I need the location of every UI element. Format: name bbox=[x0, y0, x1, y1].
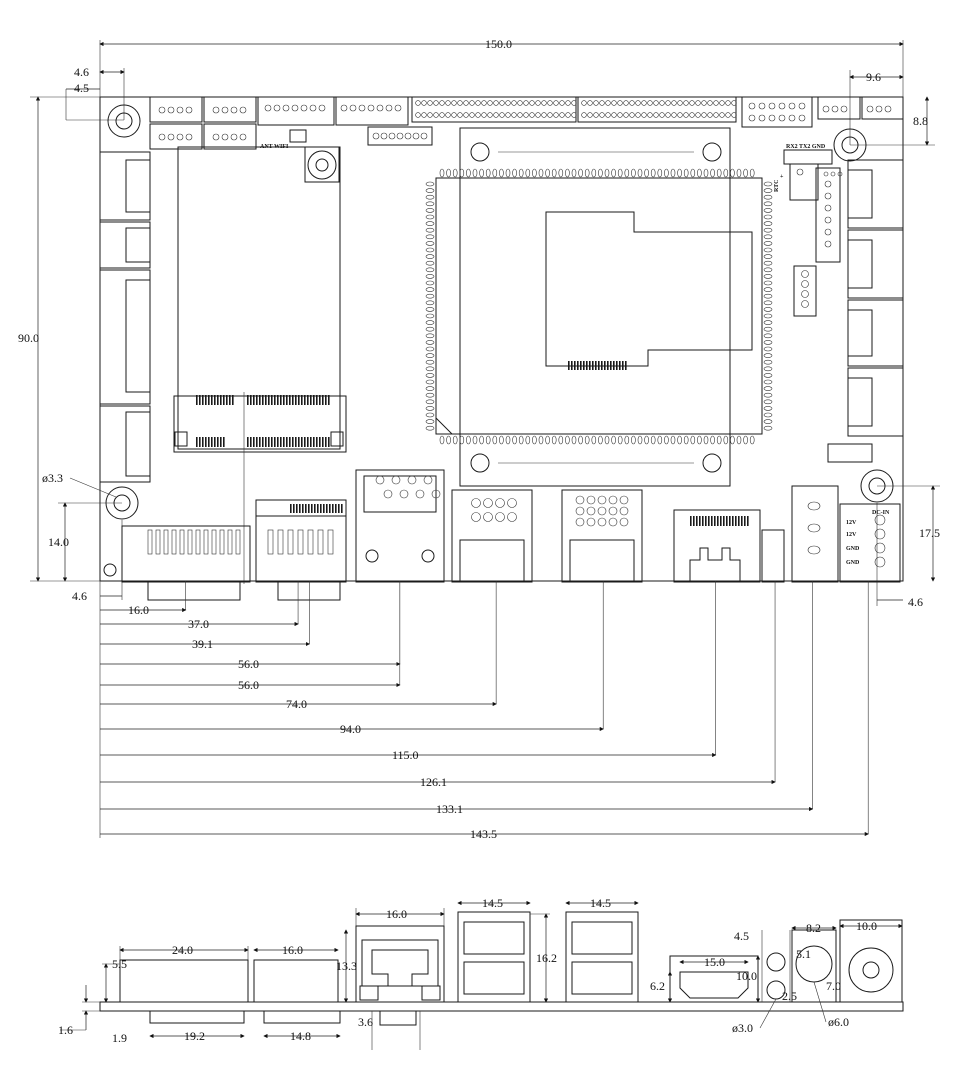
pcb-edge bbox=[99, 1001, 904, 1012]
side-dim-15-0: 15.0 bbox=[704, 955, 725, 969]
side-dim-8-2: 8.2 bbox=[806, 921, 821, 935]
side-dim-24-0: 24.0 bbox=[172, 943, 193, 957]
top-headers bbox=[149, 96, 904, 150]
label-12v-b: 12V bbox=[846, 532, 857, 538]
rj45-connector bbox=[355, 469, 445, 583]
side-dim-14-5-a: 14.5 bbox=[482, 896, 503, 910]
dim-left-hole-height: 14.0 bbox=[48, 535, 69, 549]
board-outline bbox=[99, 96, 904, 582]
dim-bottom-0: 16.0 bbox=[128, 603, 149, 617]
hdmi-connector bbox=[673, 509, 761, 583]
label-rtc: RTC bbox=[774, 180, 780, 192]
dim-right-margin: 9.6 bbox=[866, 70, 881, 84]
side-dim-19-2: 19.2 bbox=[184, 1029, 205, 1043]
side-view: 1.6 24.0 5.5 19.2 1.9 16.0 14.8 16.0 13.… bbox=[58, 896, 904, 1050]
dim-bottom-7: 115.0 bbox=[392, 748, 419, 762]
dim-bottom-2: 39.1 bbox=[192, 637, 213, 651]
soc-module bbox=[435, 127, 763, 487]
side-dim-dia-3-0: ø3.0 bbox=[732, 1021, 753, 1035]
label-dc-in: DC-IN bbox=[872, 510, 890, 516]
dim-height: 90.0 bbox=[18, 331, 39, 345]
dim-right-bottom: 4.6 bbox=[908, 595, 923, 609]
side-dim-4-5: 4.5 bbox=[734, 929, 749, 943]
right-connectors bbox=[847, 159, 904, 437]
bottom-connectors bbox=[121, 469, 901, 601]
header-pins bbox=[158, 100, 892, 308]
side-dim-thickness: 1.6 bbox=[58, 1023, 73, 1037]
side-dim-14-8: 14.8 bbox=[290, 1029, 311, 1043]
mounting-hole-top-left bbox=[107, 104, 141, 138]
dim-bottom-4: 56.0 bbox=[238, 678, 259, 692]
side-dim-13-3: 13.3 bbox=[336, 959, 357, 973]
dim-hole-diameter: ø3.3 bbox=[42, 471, 63, 485]
side-dim-16-0-rj: 16.0 bbox=[386, 907, 407, 921]
left-connectors bbox=[99, 151, 151, 483]
dim-bottom-10: 143.5 bbox=[470, 827, 497, 841]
dim-right-hole-offset: 8.8 bbox=[913, 114, 928, 128]
top-view: 150.0 4.6 4.5 90.0 9.6 8.8 bbox=[18, 37, 940, 841]
mini-pcie-slot bbox=[173, 146, 347, 584]
label-12v-a: 12V bbox=[846, 520, 857, 526]
side-dim-10-0-w: 10.0 bbox=[856, 919, 877, 933]
label-rtc-plus: + bbox=[780, 174, 784, 180]
side-dim-14-5-b: 14.5 bbox=[590, 896, 611, 910]
side-dim-3-6: 3.6 bbox=[358, 1015, 373, 1029]
side-dim-1-9: 1.9 bbox=[112, 1031, 127, 1045]
side-dim-10-0-h: 10.0 bbox=[736, 969, 757, 983]
dc-in-connector bbox=[839, 503, 901, 583]
dim-bottom-9: 133.1 bbox=[436, 802, 463, 816]
side-dim-2-5: 2.5 bbox=[782, 989, 797, 1003]
side-dim-6-2: 6.2 bbox=[650, 979, 665, 993]
label-rx-tx-gnd: RX2 TX2 GND bbox=[786, 144, 826, 150]
dim-bottom-8: 126.1 bbox=[420, 775, 447, 789]
side-dim-dia-6-0: ø6.0 bbox=[828, 1015, 849, 1029]
dim-bottom-3: 56.0 bbox=[238, 657, 259, 671]
side-dim-16-2: 16.2 bbox=[536, 951, 557, 965]
dim-width: 150.0 bbox=[485, 37, 512, 51]
side-dim-5-1: 5.1 bbox=[796, 947, 811, 961]
audio-jack bbox=[791, 485, 839, 583]
mounting-hole-top-right bbox=[833, 128, 867, 162]
label-gnd-a: GND bbox=[846, 546, 860, 552]
dim-left-hole-offset: 4.5 bbox=[74, 81, 89, 95]
side-dim-7-0: 7.0 bbox=[826, 979, 841, 993]
dim-left-bottom: 4.6 bbox=[72, 589, 87, 603]
dim-right-hole-height: 17.5 bbox=[919, 526, 940, 540]
usb-connector-1 bbox=[451, 489, 533, 583]
sata-connector bbox=[255, 515, 347, 583]
side-dim-5-5: 5.5 bbox=[112, 957, 127, 971]
dim-bottom-5: 74.0 bbox=[286, 697, 307, 711]
side-dim-16-0-b: 16.0 bbox=[282, 943, 303, 957]
label-gnd-b: GND bbox=[846, 560, 860, 566]
dim-bottom-6: 94.0 bbox=[340, 722, 361, 736]
dim-left-top: 4.6 bbox=[74, 65, 89, 79]
dim-bottom-1: 37.0 bbox=[188, 617, 209, 631]
